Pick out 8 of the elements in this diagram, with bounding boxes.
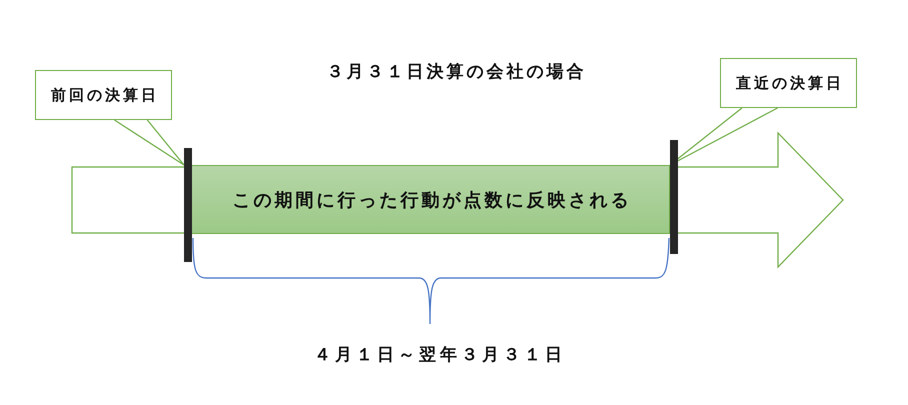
- marker-bar: [184, 148, 192, 262]
- marker-bar: [670, 140, 678, 254]
- callout-box: 前回の決算日: [35, 70, 172, 120]
- callout-pointer: [114, 119, 185, 166]
- date-range-label: ４月１日～翌年３月３１日: [313, 344, 566, 366]
- diagram-title: ３月３１日決算の会社の場合: [326, 61, 586, 83]
- period-band: この期間に行った行動が点数に反映される: [191, 165, 670, 234]
- callout-box: 直近の決算日: [720, 58, 857, 108]
